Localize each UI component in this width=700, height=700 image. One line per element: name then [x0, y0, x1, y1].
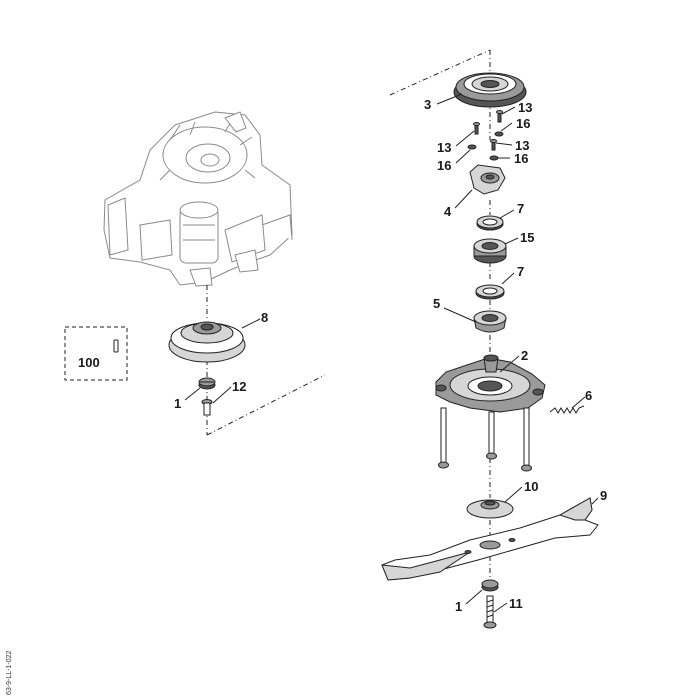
- callout-15: 15: [520, 230, 534, 245]
- housing-bolts: [438, 407, 532, 472]
- callout-13-left: 13: [437, 140, 451, 155]
- washer-part-1-left: [198, 377, 216, 390]
- blade-adaptor-part-10: [466, 499, 514, 519]
- collar-part-5: [473, 310, 507, 333]
- callout-1-lower: 1: [455, 599, 462, 614]
- callout-11: 11: [509, 596, 523, 611]
- washers-part-16: [467, 131, 504, 161]
- key-part-100-box: [64, 326, 128, 381]
- engine-illustration: [103, 111, 293, 287]
- ring-part-7-upper: [476, 215, 504, 231]
- cover-part-3: [453, 72, 527, 108]
- bracket-part-4: [469, 164, 506, 195]
- screws-part-13: [473, 110, 503, 151]
- spring-part-6: [549, 405, 585, 414]
- callout-9: 9: [600, 488, 607, 503]
- callout-5: 5: [433, 296, 440, 311]
- callout-16-right: 16: [514, 151, 528, 166]
- callout-7-upper: 7: [517, 201, 524, 216]
- callout-100: 100: [78, 355, 100, 370]
- callout-labels: 3 13 16 13 13 16 16 4 7 15 7 5 2 6 10 9 …: [78, 97, 607, 614]
- housing-part-2: [435, 354, 546, 413]
- callout-2: 2: [521, 348, 528, 363]
- blade-part-9: [381, 497, 599, 581]
- reference-code: 63-9-LL-1-022: [6, 651, 13, 695]
- callout-8: 8: [261, 310, 268, 325]
- callout-7-lower: 7: [517, 264, 524, 279]
- ring-part-7-lower: [475, 284, 505, 300]
- pulley-part-8: [168, 321, 246, 363]
- callout-3: 3: [424, 97, 431, 112]
- leader-lines: [184, 93, 599, 613]
- bolt-part-11: [483, 595, 497, 629]
- bearing-part-15: [473, 238, 507, 264]
- callout-1-left: 1: [174, 396, 181, 411]
- callout-16-top: 16: [516, 116, 530, 131]
- callout-13-top: 13: [518, 100, 532, 115]
- washer-part-1-lower: [481, 579, 499, 592]
- bolt-part-12: [201, 399, 213, 416]
- callout-16-left: 16: [437, 158, 451, 173]
- callout-12: 12: [232, 379, 246, 394]
- callout-10: 10: [524, 479, 538, 494]
- callout-13-right: 13: [515, 138, 529, 153]
- callout-4: 4: [444, 204, 452, 219]
- callout-6: 6: [585, 388, 592, 403]
